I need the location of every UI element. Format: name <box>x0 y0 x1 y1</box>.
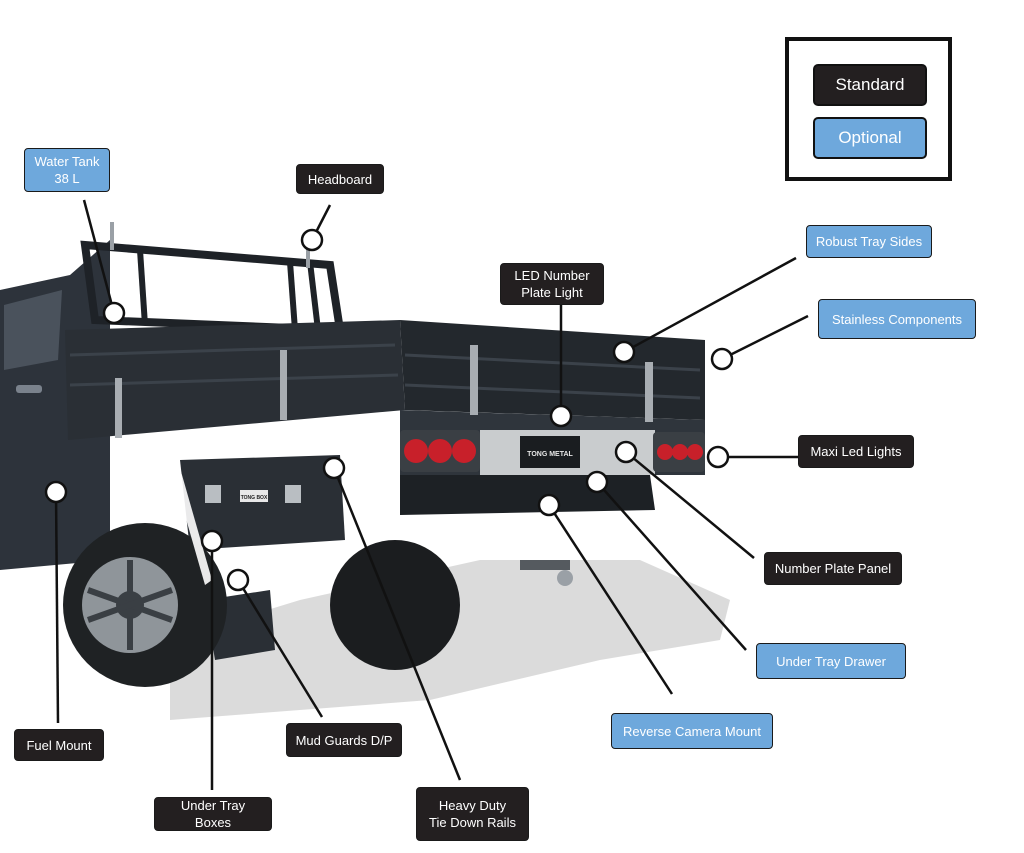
leader-line-number-plate-panel <box>625 451 755 559</box>
tail-lights-left <box>400 430 480 472</box>
marker-under-tray-boxes <box>200 529 224 553</box>
tow-bar <box>520 560 570 570</box>
marker-stainless-components <box>710 347 734 371</box>
leader-line-stainless-components <box>721 314 809 361</box>
callout-water-tank: Water Tank 38 L <box>24 148 110 192</box>
callout-heavy-duty-tie-down-rails: Heavy Duty Tie Down Rails <box>416 787 529 841</box>
marker-maxi-led-lights <box>706 445 730 469</box>
callout-stainless-components: Stainless Components <box>818 299 976 339</box>
toolbox-badge <box>240 490 268 502</box>
antenna-left <box>110 222 114 250</box>
tow-ball <box>557 570 573 586</box>
callout-markers <box>44 228 734 592</box>
toolbox-latch-left <box>205 485 221 503</box>
side-strip <box>172 468 212 585</box>
leader-line-mud-guards <box>236 579 324 718</box>
tail-lights-right <box>653 432 705 472</box>
hinge-right <box>645 362 653 422</box>
marker-water-tank <box>102 301 126 325</box>
legend-standard: Standard <box>813 64 927 106</box>
toolbox-badge-text: TONG BOX <box>241 495 268 501</box>
cab-window <box>4 290 62 370</box>
callout-reverse-camera-mount: Reverse Camera Mount <box>611 713 773 749</box>
leader-line-under-tray-drawer <box>596 481 747 651</box>
legend-optional: Optional <box>813 117 927 159</box>
callout-under-tray-boxes: Under Tray Boxes <box>154 797 272 831</box>
cab-door-handle <box>16 385 42 393</box>
callout-under-tray-drawer: Under Tray Drawer <box>756 643 906 679</box>
callout-number-plate-panel: Number Plate Panel <box>764 552 902 585</box>
marker-mud-guards <box>226 568 250 592</box>
legend-box: Standard Optional <box>785 37 952 181</box>
toolbox-latch-right <box>285 485 301 503</box>
callout-mud-guards: Mud Guards D/P <box>286 723 402 757</box>
under-tray-drawer <box>400 475 655 515</box>
leader-line-water-tank <box>82 199 116 314</box>
callout-robust-tray-sides: Robust Tray Sides <box>806 225 932 258</box>
marker-led-number-plate-light <box>549 404 573 428</box>
marker-robust-tray-sides <box>612 340 636 364</box>
under-tray-box <box>180 455 345 550</box>
marker-fuel-mount <box>44 480 68 504</box>
callout-maxi-led-lights: Maxi Led Lights <box>798 435 914 468</box>
leader-line-heavy-duty-tie-down-rails <box>332 467 462 781</box>
leader-line-robust-tray-sides <box>623 256 797 354</box>
hinge-left <box>470 345 478 415</box>
tray-rear <box>400 320 705 420</box>
brand-plate-text: TONG METAL <box>527 451 573 458</box>
marker-number-plate-panel <box>614 440 638 464</box>
marker-heavy-duty-tie-down-rails <box>322 456 346 480</box>
ground-shadow <box>170 560 730 720</box>
callout-fuel-mount: Fuel Mount <box>14 729 104 761</box>
marker-reverse-camera-mount <box>537 493 561 517</box>
leader-lines <box>54 199 809 790</box>
number-plate <box>520 436 580 468</box>
rear-tyre <box>330 540 460 670</box>
marker-headboard <box>300 228 324 252</box>
callout-headboard: Headboard <box>296 164 384 194</box>
antenna-right <box>306 248 310 268</box>
leader-line-fuel-mount <box>54 491 60 724</box>
marker-under-tray-drawer <box>585 470 609 494</box>
callout-led-number-plate-light: LED Number Plate Light <box>500 263 604 305</box>
leader-line-reverse-camera-mount <box>547 504 674 695</box>
